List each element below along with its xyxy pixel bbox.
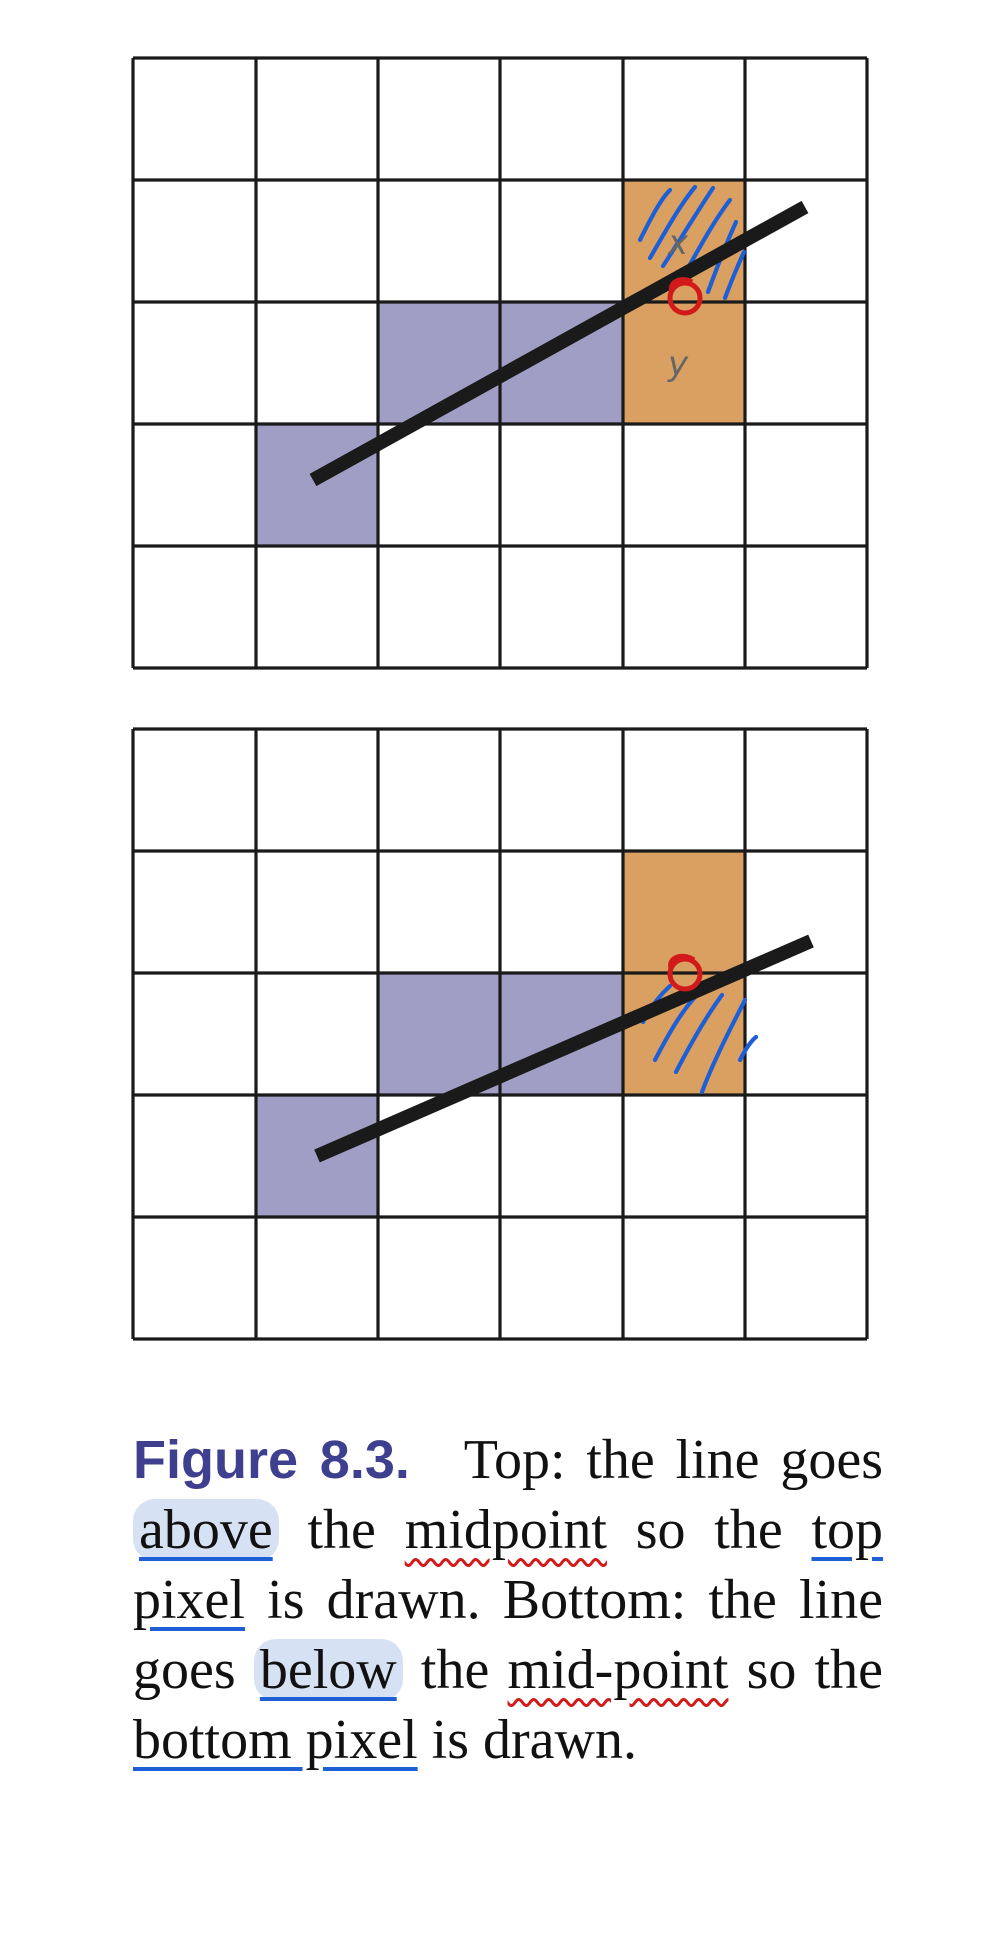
top-letter-y: y: [667, 344, 689, 384]
caption-word-below: below: [253, 1639, 403, 1701]
top-letter-x: x: [667, 223, 689, 263]
caption-text: is drawn.: [431, 1709, 637, 1771]
figure-caption: Figure 8.3. Top: the line goes above the…: [133, 1425, 883, 1775]
bottom-pixel-col4-row1: [623, 851, 745, 973]
caption-word-mid-point: mid-point: [507, 1639, 729, 1701]
top-rasterized-line: [309, 200, 809, 487]
caption-text: is drawn. Bottom: the line goes: [133, 1569, 883, 1701]
bottom-panel: [131, 727, 869, 1341]
figure-label: Figure 8.3.: [133, 1430, 410, 1490]
caption-text: Top: the line goes: [463, 1429, 883, 1491]
top-grid: [131, 56, 869, 670]
caption-text: the: [420, 1639, 490, 1701]
caption-word-above: above: [133, 1499, 279, 1561]
bottom-rasterized-line: [314, 934, 814, 1163]
caption-text: the: [307, 1499, 376, 1561]
caption-word-midpoint: midpoint: [404, 1499, 607, 1561]
caption-text: so the: [746, 1639, 884, 1701]
bottom-pixel-col2-row2: [378, 973, 500, 1095]
caption-text: so the: [635, 1499, 783, 1561]
top-midpoint-marker: [667, 277, 703, 316]
top-panel: x y: [131, 56, 869, 670]
top-pixel-col4-row2: [623, 302, 745, 424]
caption-phrase-top-pixel: top pixel: [133, 1499, 884, 1631]
caption-phrase-bottom-pixel: bottom pixel: [133, 1709, 418, 1771]
bottom-grid: [131, 727, 869, 1341]
bottom-midpoint-marker: [667, 953, 703, 992]
